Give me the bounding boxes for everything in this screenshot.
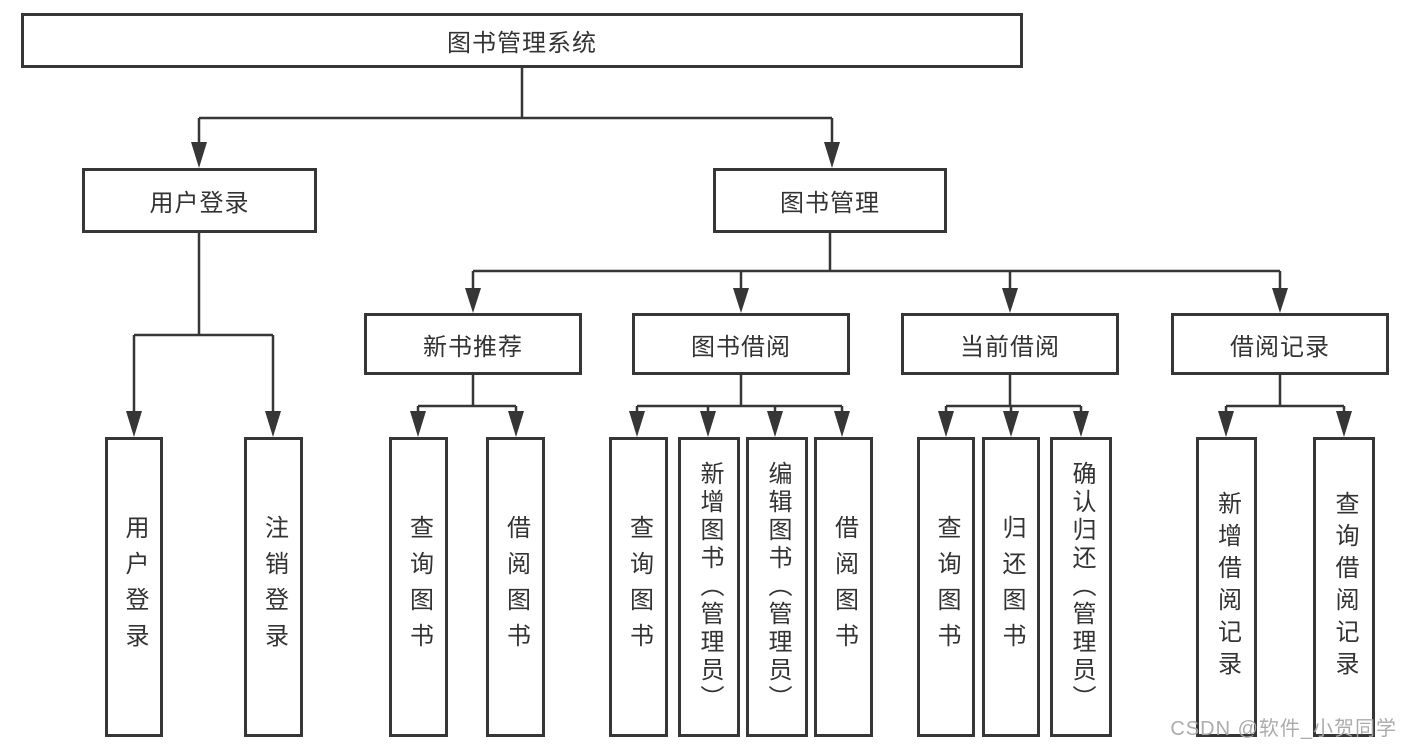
node-label: 当前借阅 <box>960 333 1060 361</box>
node-borrow-record: 借阅记录 <box>1171 313 1389 375</box>
node-leaf-add-borrow-record: 新增借阅记录 <box>1196 437 1257 737</box>
node-leaf-borrow-books: 借阅图书 <box>814 437 873 737</box>
arrow-icon <box>938 411 954 437</box>
node-label: 图书借阅 <box>691 333 791 361</box>
arrow-icon <box>629 411 645 437</box>
node-leaf-logout: 注销登录 <box>244 437 303 737</box>
node-label: 图书管理系统 <box>447 30 597 57</box>
arrow-icon <box>191 142 207 168</box>
node-label: 用户登录 <box>149 190 250 217</box>
node-label: 图书管理 <box>780 190 880 217</box>
node-leaf-add-books-admin: 新增图书（管理员） <box>678 437 740 737</box>
node-leaf-borrow-books: 借阅图书 <box>486 437 545 737</box>
connector-root-to-level2 <box>197 66 834 146</box>
arrow-icon <box>834 411 850 437</box>
node-label: 用户登录 <box>121 515 148 659</box>
csdn-watermark: CSDN @软件_小贺同学 <box>1170 718 1397 740</box>
node-label: 归还图书 <box>998 515 1025 659</box>
node-label: 借阅图书 <box>502 515 530 659</box>
node-label: 编辑图书（管理员） <box>764 461 791 713</box>
node-label: 查询图书 <box>933 515 960 659</box>
node-leaf-return-books: 归还图书 <box>982 437 1040 737</box>
node-label: 查询图书 <box>405 515 433 659</box>
arrow-icon <box>733 288 749 313</box>
arrow-icon <box>700 411 716 437</box>
node-label: 新书推荐 <box>423 333 523 361</box>
node-library-management-system: 图书管理系统 <box>21 13 1023 68</box>
arrowheads <box>126 142 1352 437</box>
node-label: 确认归还（管理员） <box>1068 461 1095 713</box>
arrow-icon <box>1218 411 1234 437</box>
connector-userlogin-to-leaves <box>132 231 275 415</box>
connector-bookborrow-branch <box>635 373 844 415</box>
arrow-icon <box>465 288 481 313</box>
arrow-icon <box>1002 288 1018 313</box>
node-leaf-query-books: 查询图书 <box>917 437 975 737</box>
node-leaf-edit-books-admin: 编辑图书（管理员） <box>746 437 808 737</box>
node-leaf-confirm-return-admin: 确认归还（管理员） <box>1050 437 1112 737</box>
node-leaf-query-books: 查询图书 <box>609 437 668 737</box>
node-label: 借阅图书 <box>830 515 858 659</box>
node-label: 注销登录 <box>260 515 288 659</box>
arrow-icon <box>1336 411 1352 437</box>
node-label: 新增借阅记录 <box>1213 491 1241 683</box>
node-leaf-query-borrow-record: 查询借阅记录 <box>1313 437 1375 737</box>
arrow-icon <box>767 411 783 437</box>
arrow-icon <box>1003 411 1019 437</box>
node-book-borrow: 图书借阅 <box>632 313 850 375</box>
arrow-icon <box>126 411 142 437</box>
arrow-icon <box>824 142 840 168</box>
node-label: 查询图书 <box>625 515 653 659</box>
connector-bookmgmt-to-level3 <box>471 231 1282 291</box>
arrow-icon <box>265 411 281 437</box>
node-label: 借阅记录 <box>1230 333 1330 361</box>
connector-currentborrow-branch <box>944 373 1083 415</box>
connector-newbook-branch <box>416 373 518 415</box>
node-user-login: 用户登录 <box>82 168 317 233</box>
connector-borrowrecord-branch <box>1224 373 1346 415</box>
arrow-icon <box>1272 288 1288 313</box>
node-current-borrow: 当前借阅 <box>901 313 1119 375</box>
arrow-icon <box>508 411 524 437</box>
node-leaf-query-books: 查询图书 <box>389 437 448 737</box>
node-leaf-user-login: 用户登录 <box>105 437 163 737</box>
node-new-book-recommend: 新书推荐 <box>364 313 582 375</box>
node-book-management: 图书管理 <box>713 168 947 233</box>
arrow-icon <box>1073 411 1089 437</box>
node-label: 新增图书（管理员） <box>696 461 723 713</box>
node-label: 查询借阅记录 <box>1331 491 1358 683</box>
arrow-icon <box>410 411 426 437</box>
